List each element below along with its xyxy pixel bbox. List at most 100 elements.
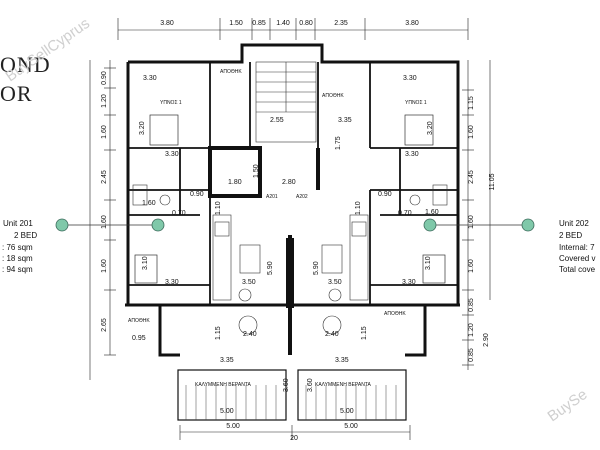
door-label-a201: A201 [266, 194, 278, 200]
room-dim: 1.10 [215, 201, 222, 215]
staircase [255, 61, 317, 143]
right-dim-3: 2.45 [468, 170, 475, 184]
right-bottom-total-dim: 2.90 [483, 333, 490, 347]
room-dim: 3.60 [283, 378, 290, 392]
room-dim: 3.60 [307, 378, 314, 392]
room-dim: 1.60 [425, 209, 439, 216]
beds [134, 114, 446, 284]
room-dim: 2.80 [282, 179, 296, 186]
left-dim-1: 0.90 [101, 71, 108, 85]
unit-202-total: Total cove [559, 265, 596, 274]
unit-202-name: Unit 202 [559, 219, 589, 228]
room-dim: 1.10 [355, 201, 362, 215]
left-dim-7: 2.65 [101, 318, 108, 332]
unit-201-name: Unit 201 [3, 219, 33, 228]
room-label-storage-left: ΑΠΟΘΗΚ [220, 69, 242, 75]
right-dimension-line [462, 60, 491, 370]
top-dim-2: 1.50 [229, 20, 243, 27]
room-label-bedroom-right: ΥΠΝΟΣ 1 [405, 100, 427, 106]
left-dim-2: 1.20 [101, 94, 108, 108]
room-label-storage-right: ΑΠΟΘΗΚ [322, 93, 344, 99]
bottom-dimension-line [179, 425, 411, 440]
right-dim-8: 0.85 [468, 348, 475, 362]
room-dim: 5.00 [340, 408, 354, 415]
door-label-a202: A202 [296, 194, 308, 200]
unit-202-internal: Internal: 7 [559, 243, 595, 252]
dining-tables [238, 288, 342, 335]
room-dim: 1.75 [335, 136, 342, 150]
veranda-balustrade [185, 385, 397, 420]
unit-201-marker[interactable] [55, 218, 69, 232]
unit-202-beds: 2 BED [559, 231, 582, 240]
right-dim-1: 1.15 [468, 96, 475, 110]
room-dim: 2.40 [325, 331, 339, 338]
unit-201-marker-inner[interactable] [151, 218, 165, 232]
room-dim: 1.15 [361, 326, 368, 340]
right-dim-7: 1.20 [468, 323, 475, 337]
top-dim-4: 1.40 [276, 20, 290, 27]
room-dim: 5.00 [220, 408, 234, 415]
room-dim: 0.95 [132, 335, 146, 342]
room-dim: 3.30 [165, 151, 179, 158]
room-dim: 0.90 [190, 191, 204, 198]
unit-201-total: : 94 sqm [2, 265, 33, 274]
room-dim: 0.90 [378, 191, 392, 198]
room-dim: 3.20 [427, 121, 434, 135]
room-dim: 3.20 [139, 121, 146, 135]
room-dim: 3.35 [338, 117, 352, 124]
room-dim: 1.15 [215, 326, 222, 340]
verandas [177, 369, 407, 421]
room-label-storage-bottom-left: ΑΠΟΘΗΚ [128, 318, 150, 324]
room-dim: 3.30 [402, 279, 416, 286]
right-total-dim: 11.05 [489, 173, 496, 190]
left-dim-4: 2.45 [101, 170, 108, 184]
room-dim: 2.55 [270, 117, 284, 124]
bottom-dim-2: 5.00 [344, 423, 358, 430]
top-dim-7: 3.80 [405, 20, 419, 27]
left-dim-3: 1.60 [101, 125, 108, 139]
unit-201-covered: : 18 sqm [2, 254, 33, 263]
top-dim-5: 0.80 [299, 20, 313, 27]
interior-walls [128, 62, 458, 305]
logo-line-2: OR [0, 81, 33, 106]
room-dim: 5.90 [313, 261, 320, 275]
logo-line-1: OND [0, 52, 51, 77]
room-dim: 0.70 [172, 210, 186, 217]
top-dimension-line [117, 18, 469, 40]
room-label-veranda-left: ΚΑΛΥΜΜΕΝΗ ΒΕΡΑΝΤΑ [195, 382, 252, 388]
top-dim-3: 0.85 [252, 20, 266, 27]
room-dim: 3.10 [425, 256, 432, 270]
right-dim-6: 0.85 [468, 298, 475, 312]
room-dim: 1.60 [142, 200, 156, 207]
room-dim: 5.90 [267, 261, 274, 275]
room-dim: 3.30 [165, 279, 179, 286]
room-dim: 1.50 [253, 164, 260, 178]
top-dim-1: 3.80 [160, 20, 174, 27]
top-dim-6: 2.35 [334, 20, 348, 27]
room-dim: 3.50 [328, 279, 342, 286]
watermark-right: BuySe [545, 386, 591, 425]
unit-202-marker[interactable] [521, 218, 535, 232]
left-dim-5: 1.60 [101, 215, 108, 229]
room-label-storage-bottom-right: ΑΠΟΘΗΚ [384, 311, 406, 317]
room-dim: 3.30 [143, 75, 157, 82]
left-dim-6: 1.60 [101, 259, 108, 273]
bathroom-fixtures [132, 184, 448, 206]
right-dim-5: 1.60 [468, 259, 475, 273]
room-dim: 3.35 [335, 357, 349, 364]
room-label-veranda-right: ΚΑΛΥΜΜΕΝΗ ΒΕΡΑΝΤΑ [315, 382, 372, 388]
right-dim-4: 1.60 [468, 215, 475, 229]
unit-202-marker-inner[interactable] [423, 218, 437, 232]
bottom-dim-3: 20 [290, 435, 298, 442]
room-dim: 3.50 [242, 279, 256, 286]
party-wall [286, 238, 294, 308]
room-dim: 0.70 [398, 210, 412, 217]
left-dimension-line [89, 60, 116, 380]
central-core [208, 146, 320, 355]
room-dim: 1.80 [228, 179, 242, 186]
unit-201-internal: : 76 sqm [2, 243, 33, 252]
room-label-bedroom-left: ΥΠΝΟΣ 1 [160, 100, 182, 106]
room-dim: 2.40 [243, 331, 257, 338]
right-dim-2: 1.60 [468, 125, 475, 139]
